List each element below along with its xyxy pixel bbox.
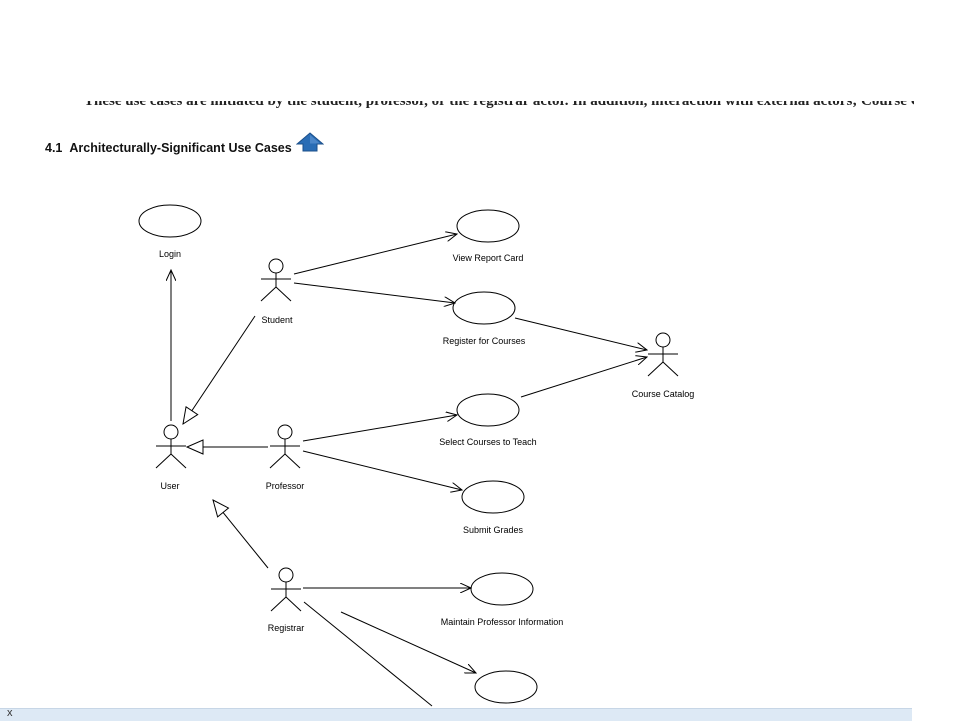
- label-submit-grades: Submit Grades: [463, 525, 524, 535]
- bottom-status-bar: x: [0, 707, 912, 721]
- actor-student-figure: [260, 258, 292, 302]
- label-course-catalog: Course Catalog: [632, 389, 695, 399]
- use-case-register-for-courses: [452, 291, 516, 325]
- use-case-select-courses-to-teach: [456, 393, 520, 427]
- actor-professor-figure: [269, 424, 301, 469]
- assoc-student-view-report-card: [293, 234, 457, 275]
- actor-registrar-figure: [270, 567, 302, 612]
- use-case-submit-grades: [461, 480, 525, 514]
- assoc-professor-select: [302, 415, 457, 442]
- assoc-register-course-catalog: [514, 317, 647, 350]
- clipped-paragraph-line: These use cases are initiated by the stu…: [84, 101, 914, 109]
- use-case-maintain-professor-information: [470, 572, 534, 606]
- assoc-registrar-unnamed: [340, 611, 476, 673]
- label-select-courses-to-teach: Select Courses to Teach: [439, 437, 536, 447]
- label-register-for-courses: Register for Courses: [443, 336, 526, 346]
- close-icon[interactable]: x: [7, 707, 13, 719]
- section-heading: 4.1 Architecturally-Significant Use Case…: [45, 132, 325, 157]
- section-number: 4.1: [45, 140, 63, 155]
- label-student: Student: [261, 315, 293, 325]
- assoc-student-register: [293, 282, 455, 303]
- assoc-select-course-catalog: [520, 357, 647, 398]
- label-maintain-professor-information: Maintain Professor Information: [441, 617, 564, 627]
- assoc-registrar-offscreen: [303, 601, 433, 707]
- label-login: Login: [159, 249, 181, 259]
- section-title: Architecturally-Significant Use Cases: [69, 140, 292, 155]
- label-professor: Professor: [266, 481, 305, 491]
- use-case-view-report-card: [456, 209, 520, 243]
- gen-student-user: [183, 315, 256, 424]
- use-case-unnamed: [474, 670, 538, 704]
- label-user: User: [160, 481, 179, 491]
- gen-registrar-user: [213, 500, 269, 569]
- label-view-report-card: View Report Card: [453, 253, 524, 263]
- actor-user-figure: [155, 424, 187, 469]
- assoc-professor-submit: [302, 450, 462, 490]
- use-case-login: [138, 204, 202, 238]
- up-arrow-icon[interactable]: [295, 132, 325, 157]
- actor-course-catalog-figure: [647, 332, 679, 377]
- label-registrar: Registrar: [268, 623, 305, 633]
